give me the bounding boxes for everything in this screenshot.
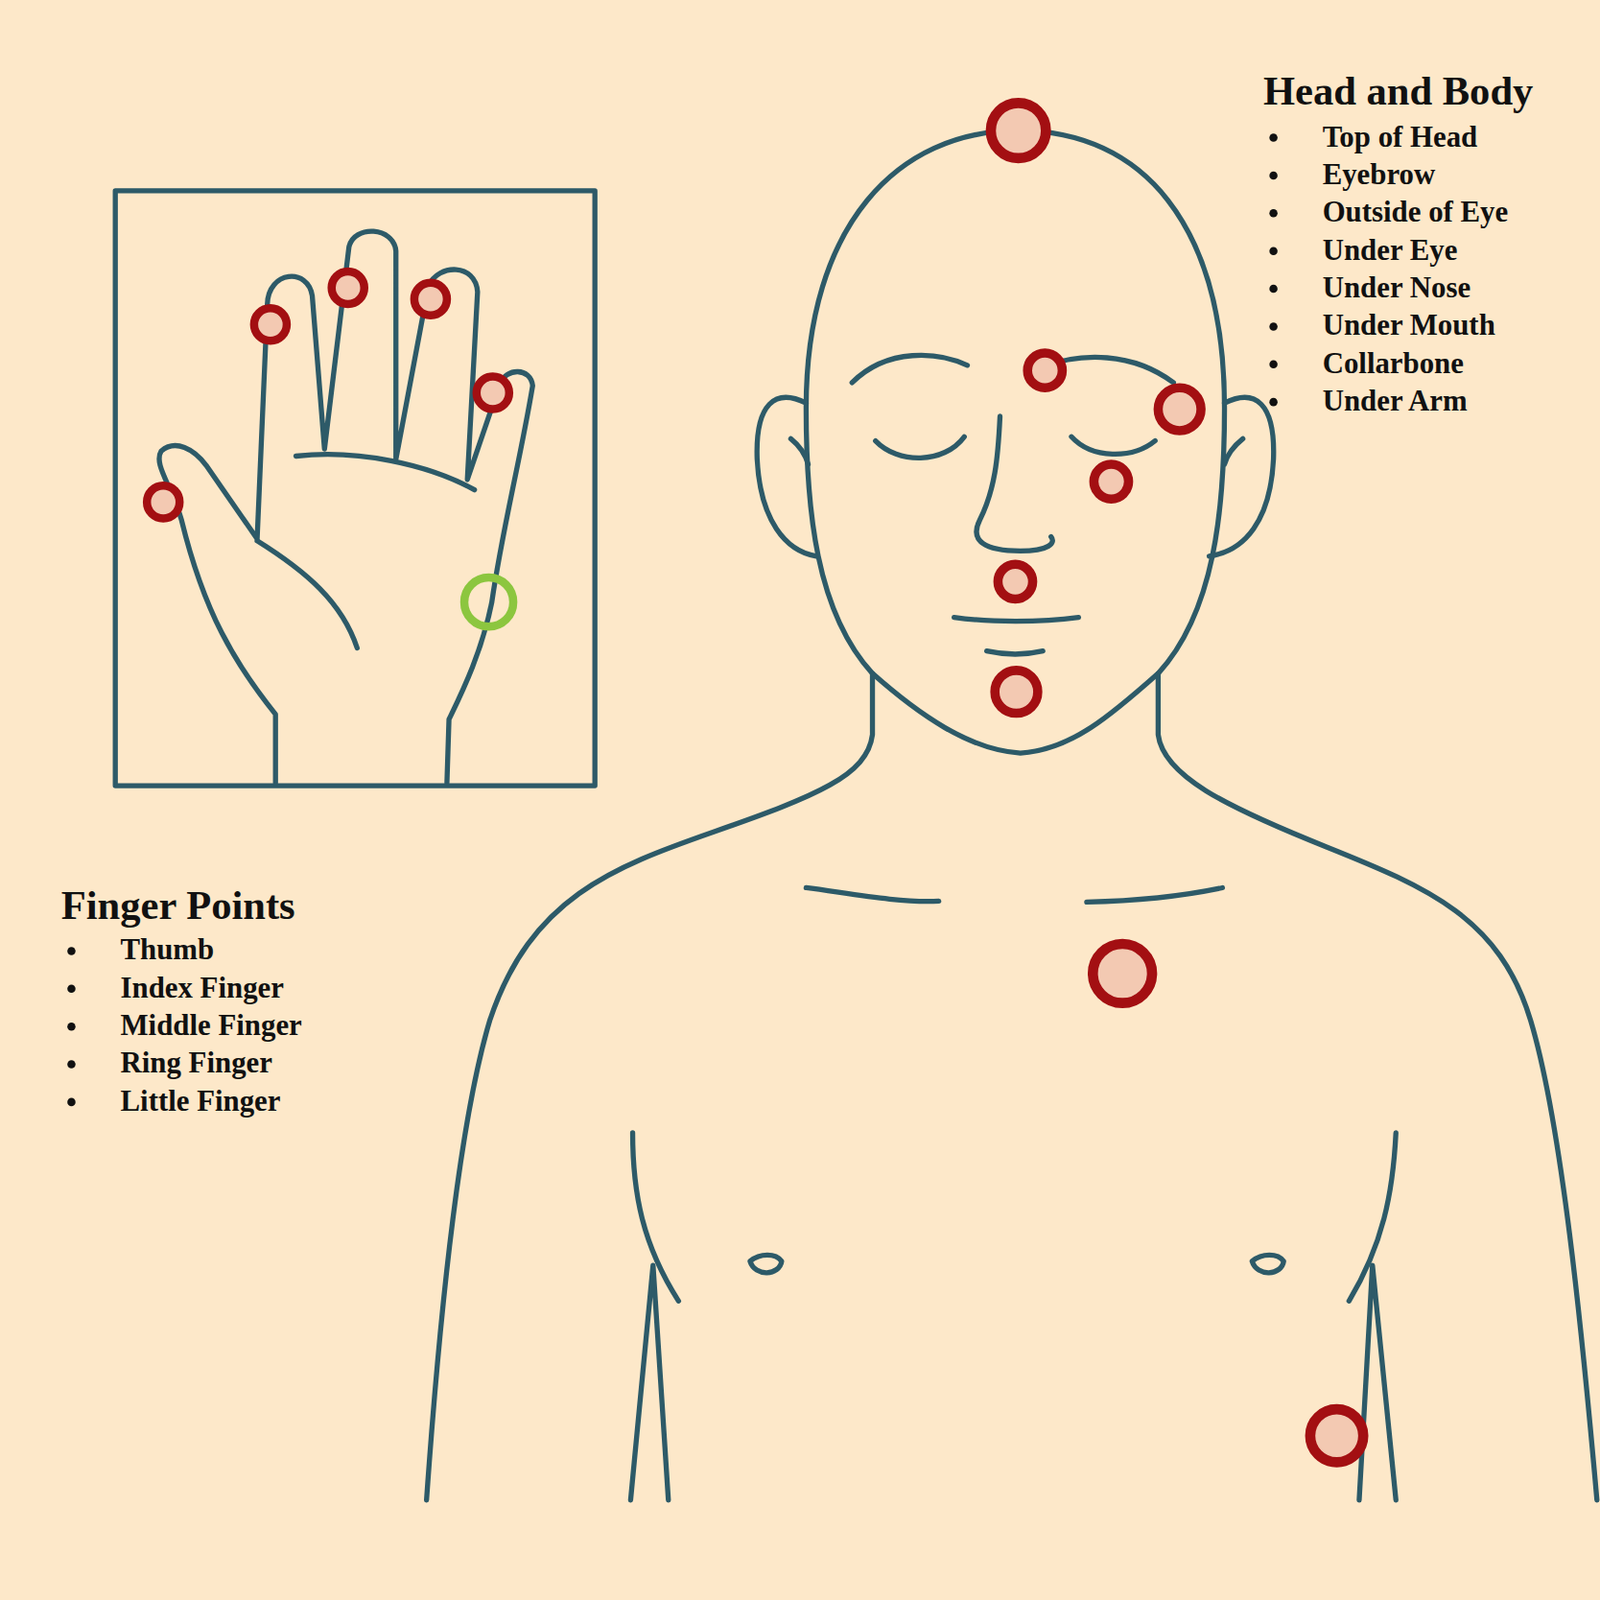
ear [756, 397, 817, 556]
tap-point [1310, 1409, 1364, 1462]
list-item: Ring Finger [120, 1047, 273, 1081]
bullet [1269, 398, 1278, 407]
bullet [1269, 171, 1278, 181]
bullet [67, 1059, 76, 1069]
tap-point [414, 282, 448, 316]
eye [1071, 436, 1155, 454]
mouth [954, 617, 1080, 622]
torso [426, 673, 873, 1501]
bullet [1269, 360, 1278, 370]
torso [1157, 673, 1597, 1501]
collarbone [805, 887, 939, 901]
tap-point [1092, 943, 1153, 1004]
bullet [1269, 209, 1278, 218]
head [805, 130, 1224, 753]
tap-point [990, 102, 1046, 158]
tap-point [146, 485, 180, 518]
bullet [67, 1098, 76, 1107]
bullet [1269, 133, 1278, 142]
body-outline [115, 130, 1598, 1501]
palm-crease [295, 454, 474, 491]
nipple [1251, 1254, 1284, 1272]
karate-chop-point [464, 577, 514, 627]
ear [1224, 438, 1244, 465]
tap-point [254, 307, 287, 341]
list-item: Under Nose [1322, 272, 1471, 306]
arm-line [1359, 1265, 1396, 1501]
eye [875, 436, 965, 458]
eyebrow [851, 354, 967, 382]
hand [159, 231, 533, 783]
tap-point [1157, 387, 1201, 431]
list-item: Under Eye [1322, 235, 1459, 268]
arm-line [630, 1265, 668, 1501]
tap-point [1027, 352, 1062, 388]
list-item: Under Arm [1322, 385, 1468, 419]
thumb-crease [257, 541, 357, 649]
chin [987, 651, 1044, 655]
bullet [1269, 322, 1278, 331]
nose [976, 416, 1053, 551]
tap-point [997, 564, 1033, 599]
ear [790, 438, 808, 465]
list-item: Top of Head [1322, 121, 1479, 155]
bullet [67, 946, 76, 956]
tapping-points [146, 102, 1364, 1462]
tap-point [476, 376, 510, 410]
collarbone [1086, 887, 1223, 902]
bullet [67, 1022, 76, 1032]
tap-point [994, 670, 1038, 714]
bullet [1269, 246, 1278, 256]
bullets [67, 133, 1278, 1106]
list-item: Thumb [120, 934, 215, 967]
list-heading: Head and Body [1263, 69, 1533, 115]
list-item: Under Mouth [1322, 309, 1496, 343]
list-item: Little Finger [120, 1085, 282, 1119]
list-item: Index Finger [120, 972, 284, 1006]
list-item: Eyebrow [1322, 159, 1436, 192]
list-item: Collarbone [1322, 348, 1464, 381]
hand-frame [115, 190, 595, 786]
list-heading: Finger Points [61, 883, 296, 929]
list-item: Outside of Eye [1322, 196, 1509, 230]
nipple [750, 1254, 782, 1272]
bullet [67, 985, 76, 994]
list-item: Middle Finger [120, 1010, 303, 1043]
bullet [1269, 284, 1278, 294]
ear [1209, 397, 1274, 556]
tap-point [331, 271, 365, 305]
tap-point [1093, 464, 1129, 499]
